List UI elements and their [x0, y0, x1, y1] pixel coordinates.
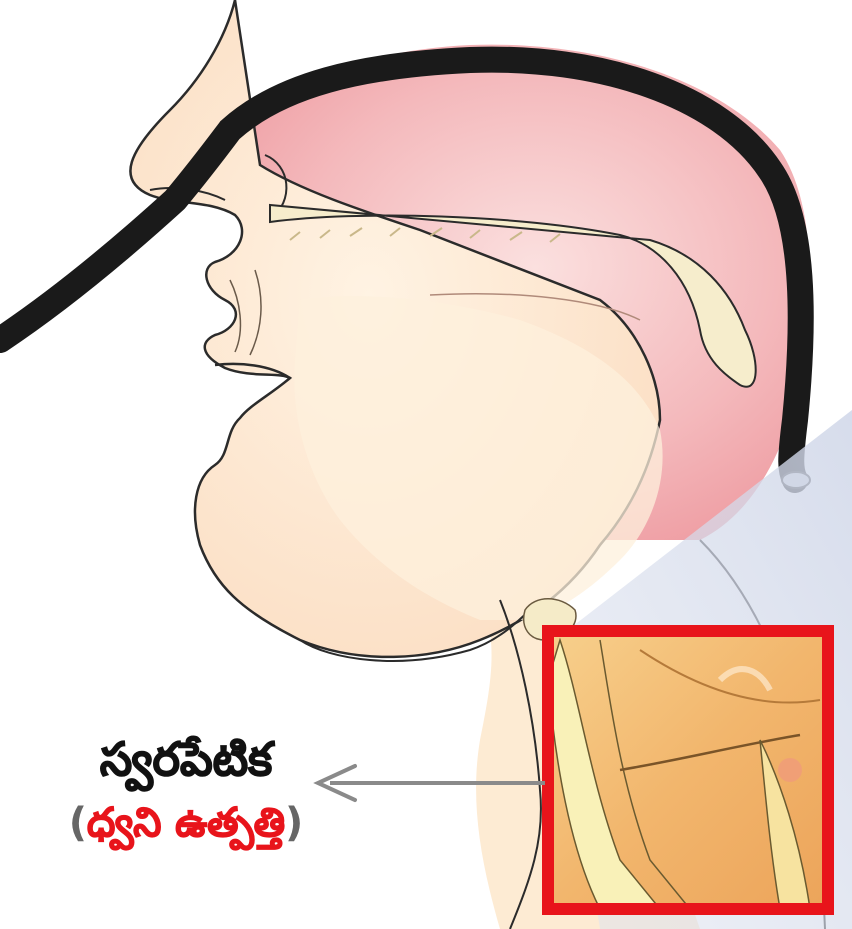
paren-open: (	[69, 800, 87, 846]
larynx-inset	[548, 631, 828, 909]
larynx-function-label: (ధ్వని ఉత్పత్తి)	[26, 800, 346, 856]
larynx-label: స్వరపేటిక	[36, 732, 336, 798]
function-text: ధ్వని ఉత్పత్తి	[87, 800, 285, 846]
paren-close: )	[285, 800, 303, 846]
